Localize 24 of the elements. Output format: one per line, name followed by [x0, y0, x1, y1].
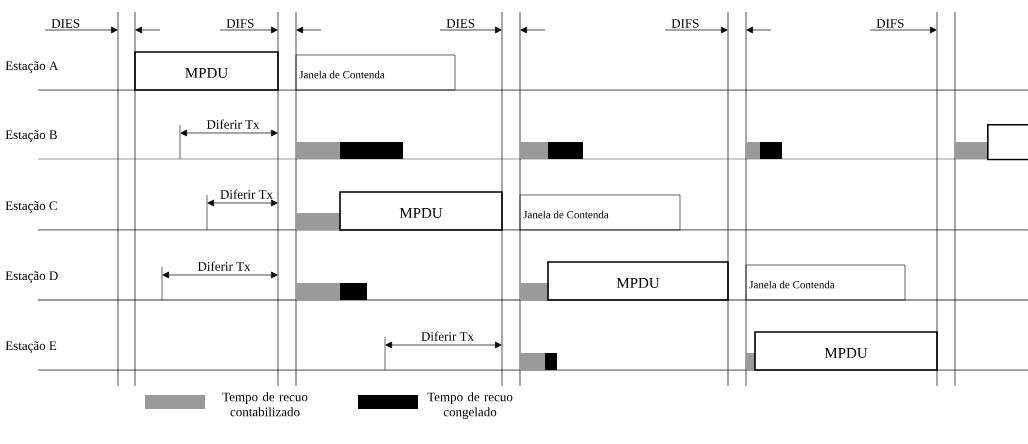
- mpdu-box: MPDU: [754, 331, 938, 371]
- interval-label: DIES: [51, 19, 80, 28]
- interval-label: Diferir Tx: [220, 189, 273, 199]
- station-label: Estação C: [5, 201, 57, 213]
- contention-window-box: Janela de Contenda: [295, 54, 456, 91]
- mpdu-box: MPDU: [547, 261, 729, 301]
- station-label: Estação A: [5, 61, 59, 73]
- interval-label: DIES: [446, 19, 475, 28]
- interval-label: Diferir Tx: [206, 119, 260, 129]
- mpdu-box: MPDU: [339, 191, 503, 231]
- mpdu-box: [987, 124, 1028, 161]
- interval-label: DIFS: [671, 19, 699, 28]
- legend-label: Tempo de recuo congelado: [427, 392, 513, 419]
- contention-window-box: Janela de Contenda: [519, 194, 681, 231]
- interval-label: Diferir Tx: [421, 331, 474, 341]
- station-label: Estação B: [5, 130, 57, 142]
- station-label: Estação D: [5, 271, 58, 283]
- interval-label: Diferir Tx: [197, 261, 251, 271]
- station-label: Estação E: [5, 341, 57, 353]
- interval-label: DIFS: [876, 19, 904, 28]
- legend-label: Tempo de recuo contabilizado: [222, 392, 308, 417]
- interval-label: DIFS: [226, 19, 254, 28]
- contention-window-box: Janela de Contenda: [745, 264, 906, 301]
- mpdu-box: MPDU: [134, 51, 279, 91]
